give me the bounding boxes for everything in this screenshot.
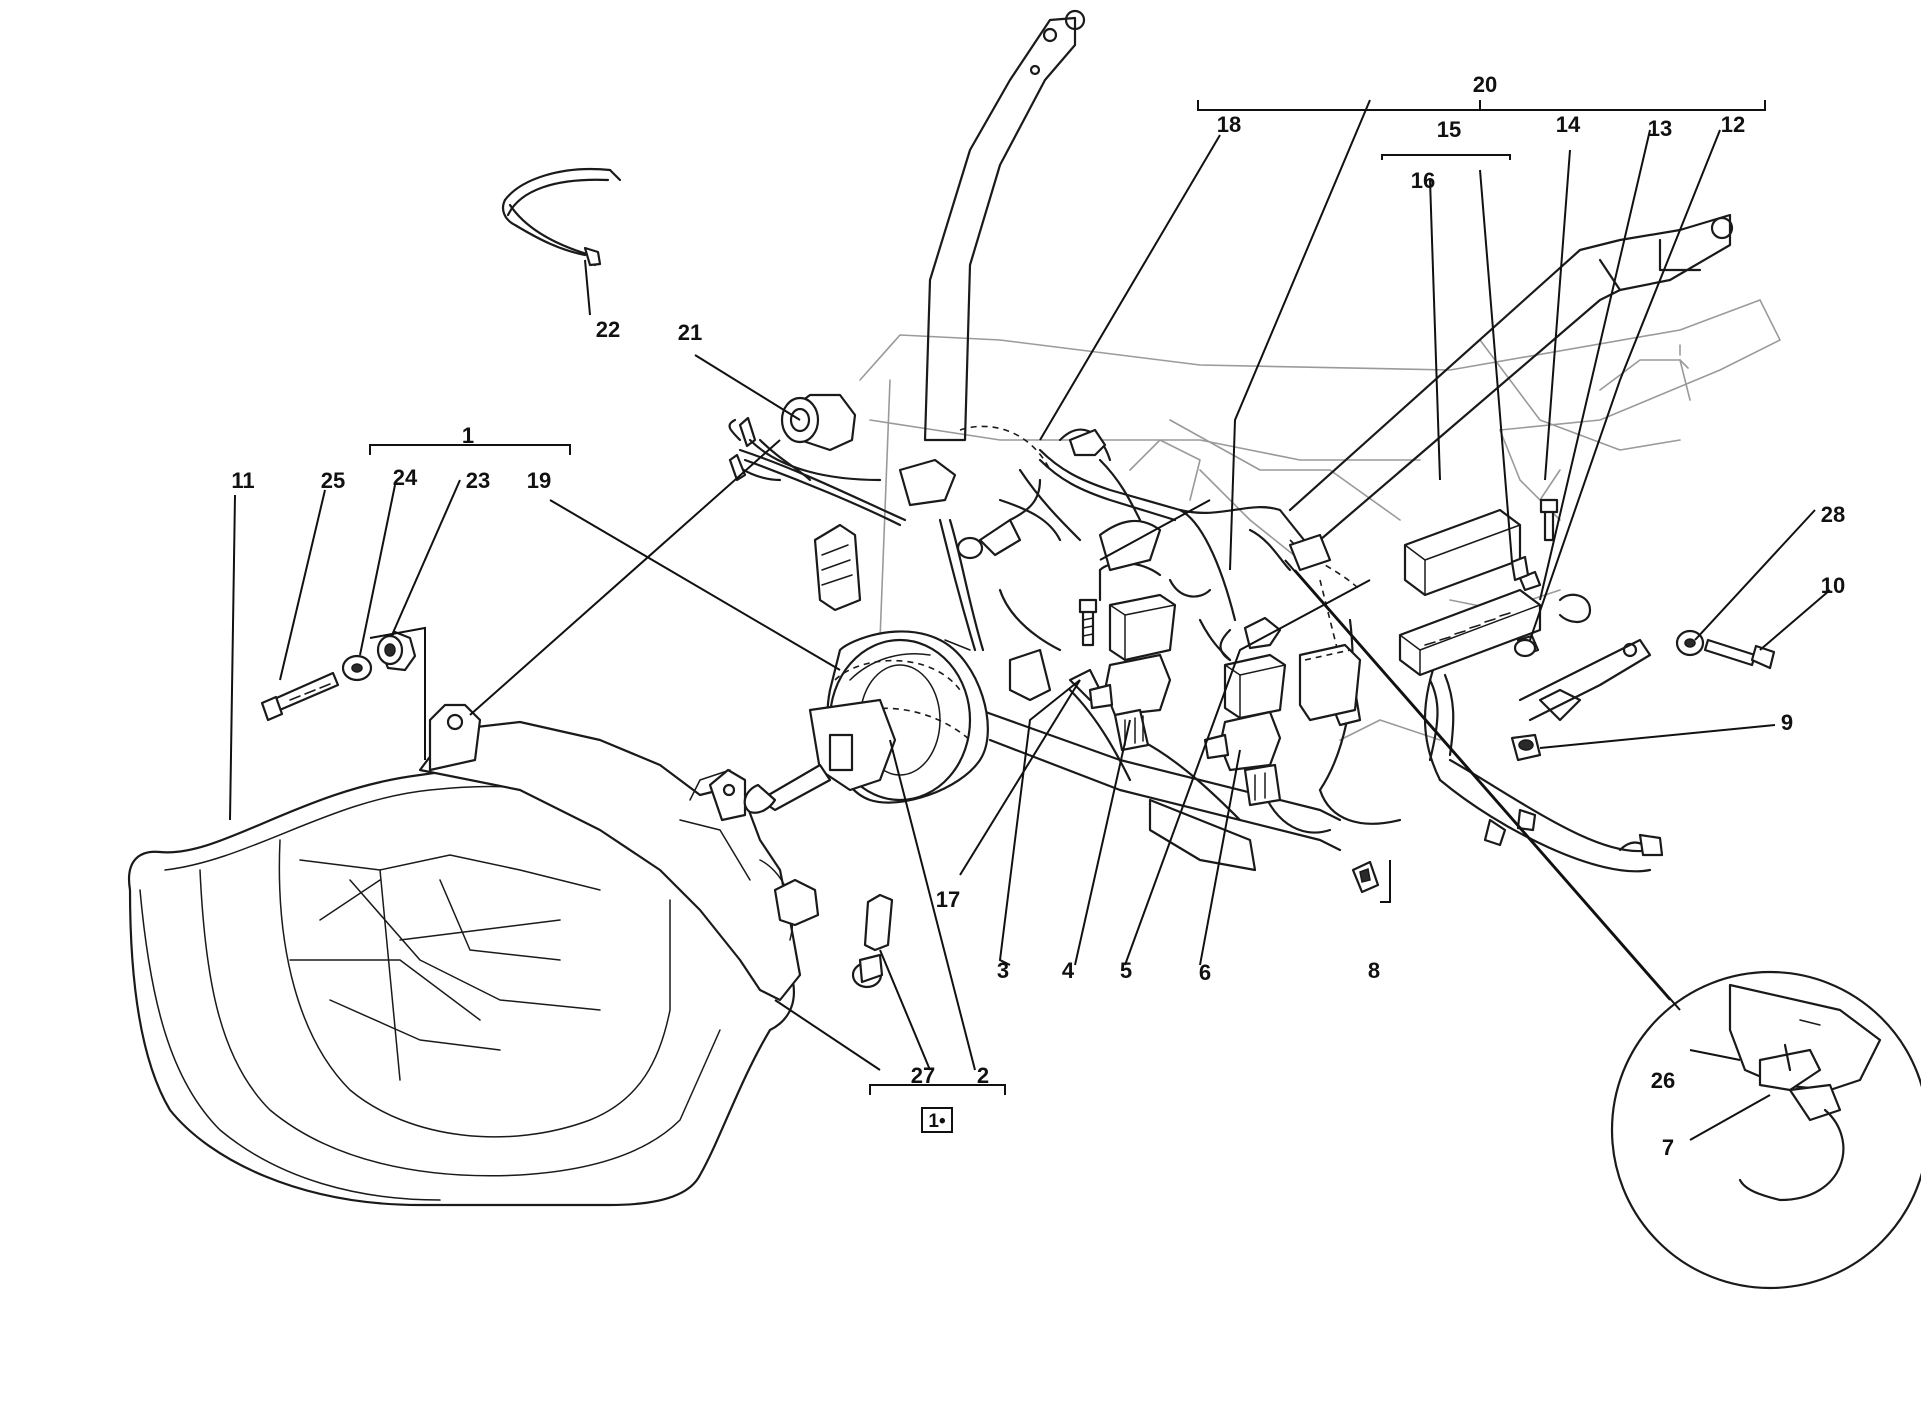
boxed-label-text: 1• [928,1111,946,1132]
label-27: 27 [911,1063,935,1088]
part-23-grommet [376,630,417,672]
part-labels: 1 2 3 4 5 6 7 8 9 10 11 12 13 14 15 16 1… [231,72,1845,1160]
label-28: 28 [1821,502,1845,527]
label-1: 1 [462,423,474,448]
part-25-screw [260,671,340,722]
part-14-fuse [1510,555,1530,582]
part-24-washer [341,654,373,682]
label-7: 7 [1662,1135,1674,1160]
part-17-screw [1078,598,1098,647]
label-14: 14 [1556,112,1581,137]
part-22-strap [501,168,622,267]
label-9: 9 [1781,710,1793,735]
central-connector-block [1298,643,1362,722]
label-25: 25 [321,468,345,493]
part-8-clip [1351,860,1380,894]
leader-lines [229,99,1831,1141]
boxed-label-1-dot: 1• [921,1107,953,1133]
label-5: 5 [1120,958,1132,983]
label-3: 3 [997,958,1009,983]
part-6-relay [1203,653,1287,807]
right-mount-bracket [1518,593,1652,722]
label-12: 12 [1721,112,1745,137]
label-26: 26 [1651,1068,1675,1093]
label-2: 2 [977,1063,989,1088]
part-15-fuse-box [1398,508,1542,762]
detail-callout-circle [1284,559,1921,1290]
label-24: 24 [393,465,418,490]
label-16: 16 [1411,168,1435,193]
bracket-8-indicator [1380,860,1391,903]
frame-structure [859,299,1781,741]
label-6: 6 [1199,960,1211,985]
part-21-cap [780,393,857,452]
label-17: 17 [936,887,960,912]
cross-tube [978,708,1342,872]
label-13: 13 [1648,116,1672,141]
part-4-relay [1088,593,1177,752]
headlight-assembly [127,703,820,1207]
upper-frame-bracket [923,9,1086,442]
part-18-lamp [956,478,1042,560]
label-21: 21 [678,320,702,345]
bracket-1-indicator [369,626,426,760]
label-22: 22 [596,317,620,342]
label-19: 19 [527,468,551,493]
harness-connectors [813,428,1664,857]
label-8: 8 [1368,958,1380,983]
part-27-fitting [851,893,894,989]
part-9-grommet [1510,733,1542,762]
label-18: 18 [1217,112,1241,137]
label-10: 10 [1821,573,1845,598]
label-4: 4 [1062,958,1075,983]
part-12-nut [1513,634,1540,658]
label-20: 20 [1473,72,1497,97]
part-2-bulb [743,698,897,814]
part-10-screw [1703,638,1776,670]
label-15: 15 [1437,117,1461,142]
part-13-screw [1539,498,1559,542]
right-frame-arm [1288,213,1734,542]
label-11: 11 [231,468,254,493]
label-23: 23 [466,468,490,493]
part-5-flasher [1219,616,1282,662]
